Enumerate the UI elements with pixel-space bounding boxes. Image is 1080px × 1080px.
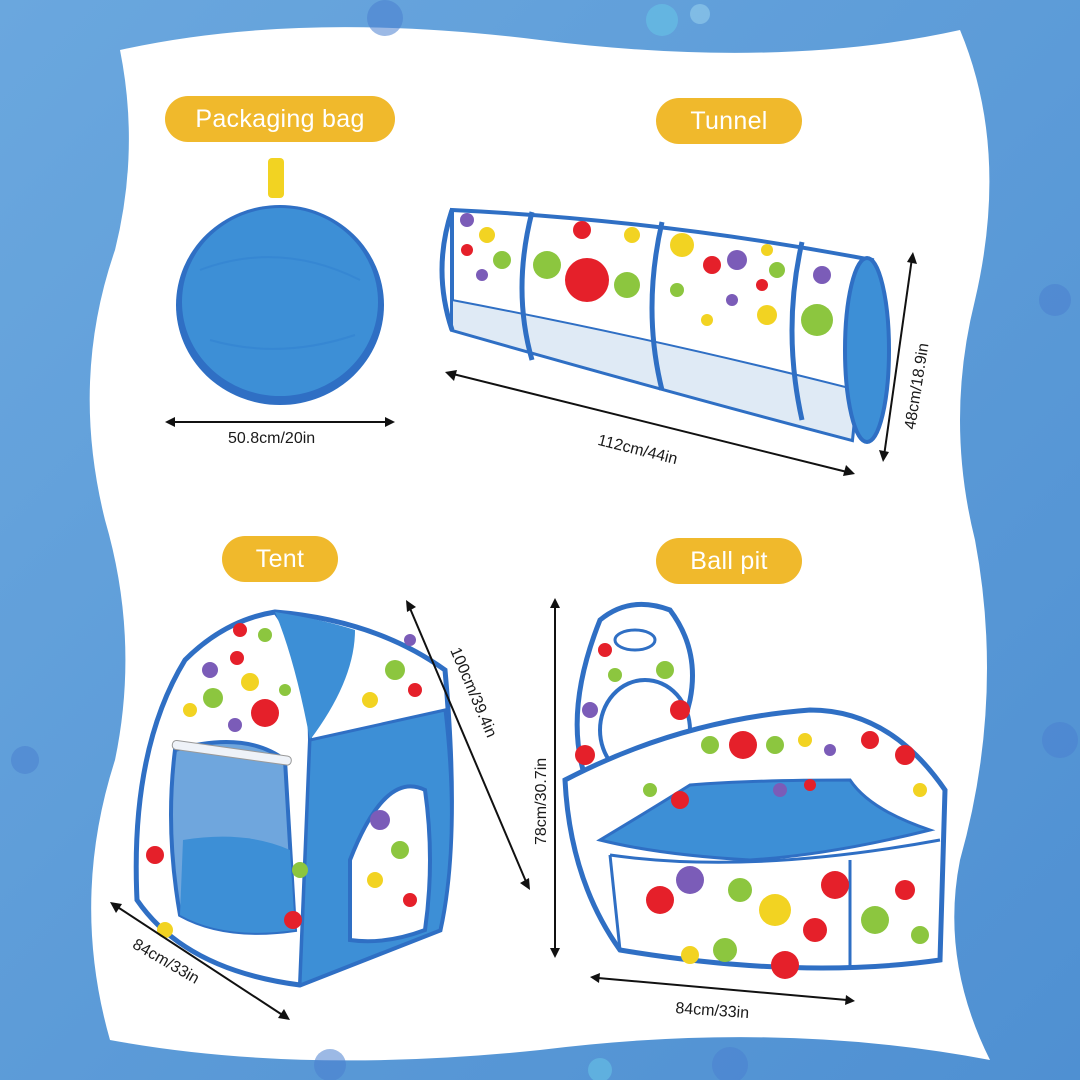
- packaging-width-arrow: [165, 417, 395, 427]
- tent-width-arrow: [110, 902, 290, 1020]
- ball-pit-height-text: 78cm/30.7in: [533, 757, 550, 845]
- tunnel-length-arrow: [445, 370, 855, 476]
- ball-pit-height-arrow: [550, 598, 560, 958]
- tent-image: [133, 609, 454, 988]
- packaging-bag-image: [176, 158, 384, 405]
- tunnel-height-arrow: [879, 252, 917, 462]
- tent-height-arrow: [406, 600, 530, 890]
- packaging-bag-label: Packaging bag: [165, 96, 395, 142]
- tunnel-image: [439, 207, 891, 444]
- ball-pit-image: [562, 601, 948, 979]
- ball-pit-label: Ball pit: [656, 538, 802, 584]
- tunnel-label: Tunnel: [656, 98, 802, 144]
- tent-label: Tent: [222, 536, 338, 582]
- packaging-width-text: 50.8cm/20in: [228, 430, 316, 447]
- ball-pit-width-arrow: [590, 973, 855, 1005]
